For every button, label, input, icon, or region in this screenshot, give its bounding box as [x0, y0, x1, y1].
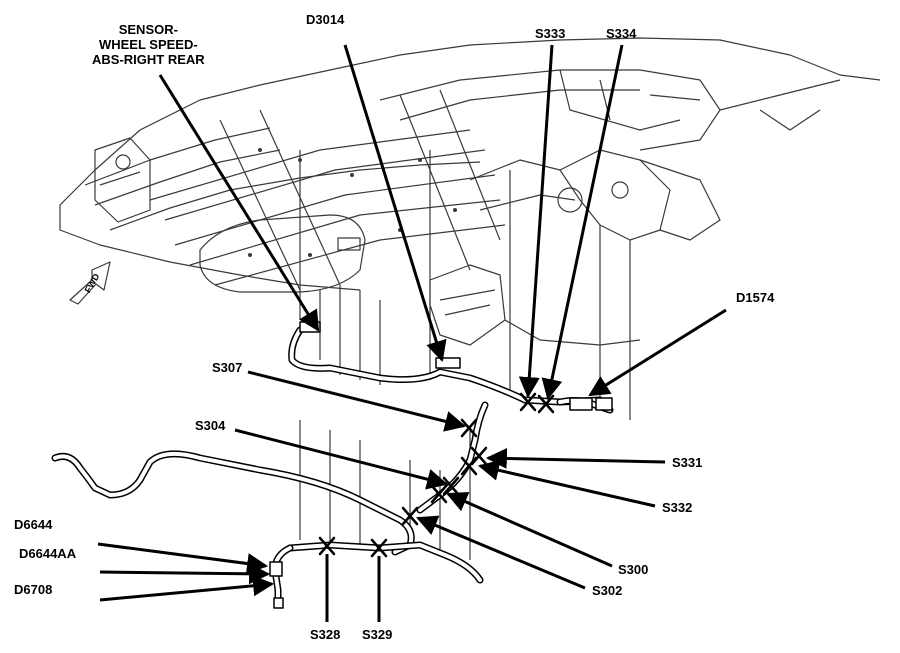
label-s332: S332 [662, 500, 693, 515]
leader-s300 [446, 491, 613, 568]
label-s307: S307 [212, 360, 243, 375]
label-s328: S328 [310, 627, 341, 642]
label-sensor-line-1: SENSOR- [118, 22, 178, 37]
leader-s331 [485, 447, 666, 469]
label-d6644: D6644 [14, 517, 53, 532]
label-s333: S333 [535, 26, 566, 41]
label-d1574: D1574 [736, 290, 775, 305]
label-s300: S300 [618, 562, 649, 577]
splice-x-s302 [401, 506, 419, 526]
leader-s333 [518, 44, 554, 399]
leader-s307 [247, 370, 467, 432]
leader-d6644aa [99, 563, 271, 585]
leader-s302 [416, 515, 586, 590]
leader-d6644 [97, 542, 269, 574]
fwd-symbol: FWD [83, 271, 102, 294]
leader-sensor [158, 74, 320, 332]
leader-s334 [541, 44, 624, 401]
label-d6644aa: D6644AA [19, 546, 77, 561]
leader-s304 [234, 428, 449, 490]
leader-s332 [477, 459, 656, 508]
label-d3014: D3014 [306, 12, 345, 27]
label-s331: S331 [672, 455, 703, 470]
label-sensor-line-2: WHEEL SPEED- [98, 37, 198, 52]
label-d6708: D6708 [14, 582, 53, 597]
splice-x-s329 [370, 538, 388, 558]
leader-d1574 [588, 308, 727, 397]
label-sensor-wheel-speed: SENSOR- WHEEL SPEED- ABS-RIGHT REAR [92, 22, 205, 67]
leader-d3014 [343, 44, 447, 363]
label-s329: S329 [362, 627, 393, 642]
splice-x-s328 [318, 536, 336, 556]
label-s304: S304 [195, 418, 226, 433]
label-s302: S302 [592, 583, 623, 598]
splice-x-s332 [460, 456, 478, 476]
leader-lines [97, 44, 727, 622]
label-sensor-line-3: ABS-RIGHT REAR [92, 52, 205, 67]
label-s334: S334 [606, 26, 637, 41]
harness-upper-fill [289, 328, 602, 404]
leader-d6708 [99, 575, 275, 602]
